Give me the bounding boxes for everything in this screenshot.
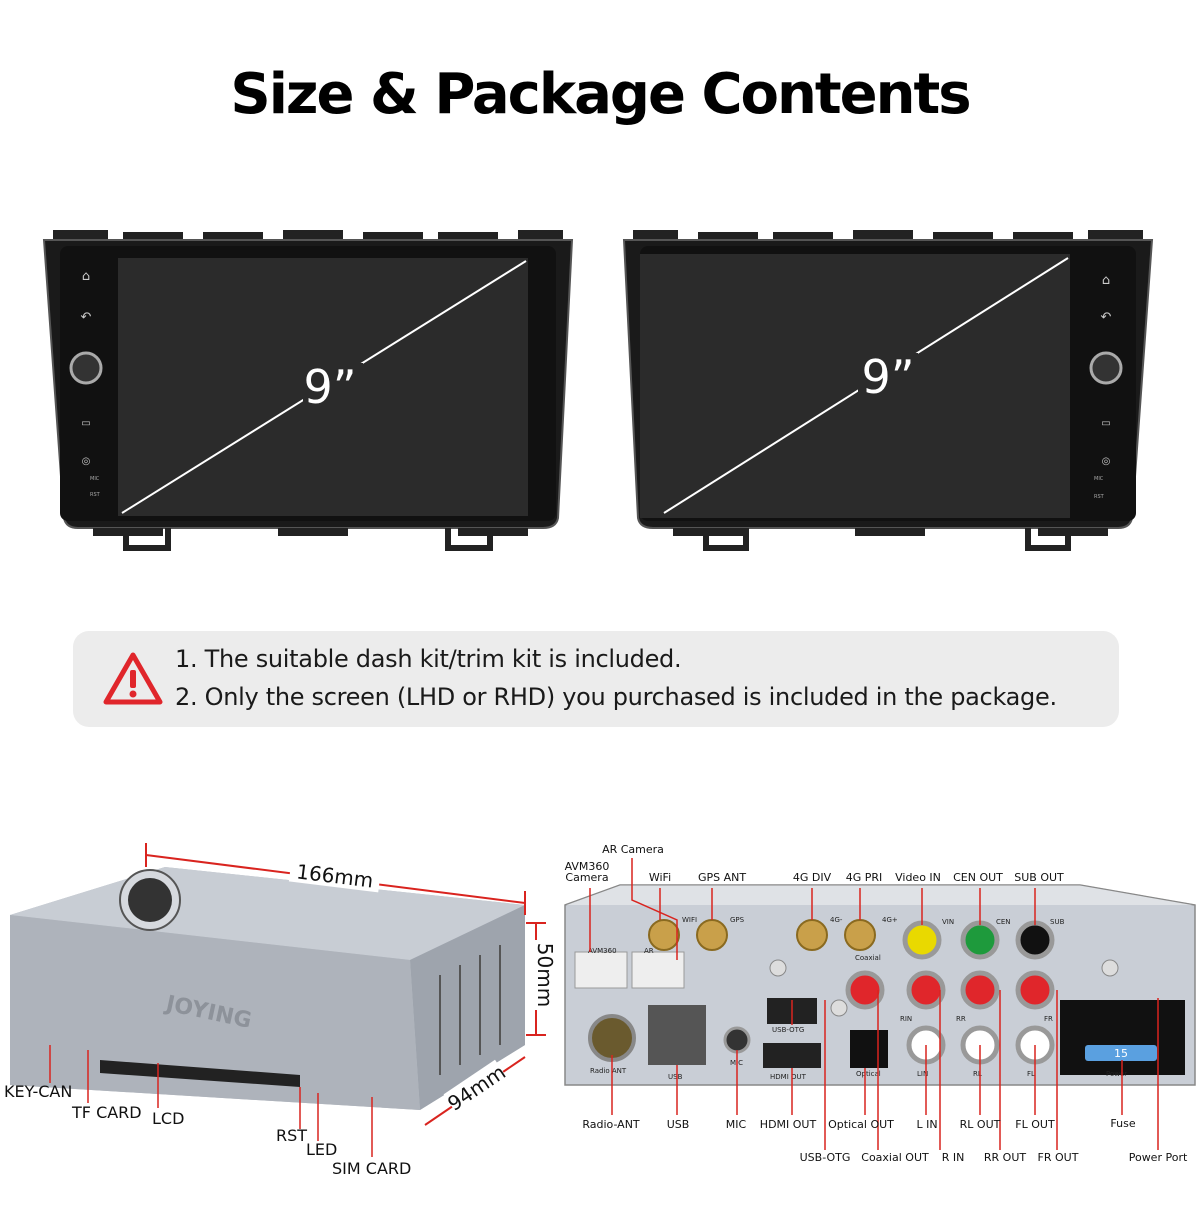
label-led: LED: [306, 1140, 338, 1159]
label-cen-out: CEN OUT: [953, 871, 1003, 884]
lhd-size-label: 9”: [303, 360, 356, 414]
notice-line-1: 1. The suitable dash kit/trim kit is inc…: [175, 645, 682, 673]
panel-cen: CEN: [996, 918, 1011, 926]
rear-panel-callouts: [589, 858, 1159, 1150]
panel-4g-b: 4G+: [882, 916, 898, 924]
panel-fuse: 15: [1114, 1047, 1128, 1060]
rhd-screen-image: 9” ⌂ ↶ ▭ ◎ MIC RST: [622, 230, 1154, 551]
svg-text:◎: ◎: [82, 456, 91, 467]
panel-avm: AVM360: [588, 947, 617, 955]
panel-lin: LIN: [917, 1070, 928, 1078]
panel-coax: Coaxial: [855, 954, 881, 962]
label-optical-out: Optical OUT: [828, 1118, 894, 1131]
label-avm360-camera: AVM360 Camera: [564, 860, 610, 884]
panel-4g-a: 4G-: [830, 916, 843, 924]
panel-vin: VIN: [942, 918, 954, 926]
page-title: Size & Package Contents: [230, 62, 971, 127]
unit-height-label: 50mm: [533, 943, 557, 1007]
label-r-in: R IN: [941, 1151, 965, 1164]
svg-text:◎: ◎: [1102, 456, 1111, 467]
label-radio-ant: Radio-ANT: [582, 1118, 640, 1131]
label-fl-out: FL OUT: [1015, 1118, 1055, 1131]
label-hdmi-out: HDMI OUT: [759, 1118, 817, 1131]
rhd-mic-label: MIC: [1094, 476, 1104, 482]
panel-optical: Optical: [856, 1070, 881, 1078]
panel-rr: RR: [956, 1015, 966, 1023]
panel-rl: RL: [973, 1070, 982, 1078]
label-l-in: L IN: [916, 1118, 938, 1131]
label-gps-ant: GPS ANT: [697, 871, 747, 884]
svg-text:↶: ↶: [1101, 310, 1112, 325]
panel-sub: SUB: [1050, 918, 1065, 926]
label-sub-out: SUB OUT: [1014, 871, 1064, 884]
panel-fr: FR: [1044, 1015, 1053, 1023]
panel-fl: FL: [1027, 1070, 1035, 1078]
panel-usbotg: USB-OTG: [772, 1026, 804, 1034]
panel-ar: AR: [644, 947, 654, 955]
panel-power: Power: [1106, 1070, 1127, 1078]
panel-usb: USB: [668, 1073, 683, 1081]
lhd-mic-label: MIC: [90, 476, 100, 482]
svg-text:↶: ↶: [81, 310, 92, 325]
label-4g-pri: 4G PRI: [845, 871, 883, 884]
label-key-can: KEY-CAN: [4, 1082, 73, 1101]
rhd-size-label: 9”: [861, 350, 914, 404]
panel-radio: Radio ANT: [590, 1067, 627, 1075]
svg-text:⌂: ⌂: [82, 269, 90, 284]
svg-text:▭: ▭: [1101, 418, 1110, 429]
label-ar-camera: AR Camera: [602, 843, 664, 856]
svg-text:⌂: ⌂: [1102, 273, 1110, 288]
label-fr-out: FR OUT: [1037, 1151, 1079, 1164]
label-wifi: WiFi: [648, 871, 672, 884]
label-sim-card: SIM CARD: [332, 1159, 412, 1178]
label-rst: RST: [276, 1126, 308, 1145]
rear-panel-image: 15 WIFI GPS 4G- 4G+ VIN CEN SUB AVM360 A…: [564, 884, 1196, 1086]
label-rr-out: RR OUT: [983, 1151, 1027, 1164]
svg-text:▭: ▭: [81, 418, 90, 429]
label-tf-card: TF CARD: [72, 1103, 142, 1122]
lhd-rst-label: RST: [90, 492, 101, 498]
label-mic: MIC: [725, 1118, 747, 1131]
label-lcd: LCD: [152, 1109, 185, 1128]
panel-wifi: WIFI: [682, 916, 697, 924]
unit-box-image: JOYING 166mm 50mm 94mm: [10, 843, 557, 1157]
panel-rin: RIN: [900, 1015, 912, 1023]
label-usb-otg: USB-OTG: [799, 1151, 851, 1164]
warning-icon: [103, 652, 163, 705]
label-fuse: Fuse: [1110, 1117, 1136, 1130]
label-rl-out: RL OUT: [959, 1118, 1001, 1131]
label-4g-div: 4G DIV: [792, 871, 832, 884]
rhd-rst-label: RST: [1094, 494, 1105, 500]
lhd-screen-image: 9” ⌂ ↶ ▭ ◎ MIC RST: [42, 230, 574, 551]
label-video-in: Video IN: [895, 871, 941, 884]
notice-box: 1. The suitable dash kit/trim kit is inc…: [73, 631, 1119, 727]
label-usb: USB: [666, 1118, 690, 1131]
panel-hdmi: HDMI OUT: [770, 1073, 807, 1081]
panel-gps: GPS: [730, 916, 745, 924]
notice-line-2: 2. Only the screen (LHD or RHD) you purc…: [175, 683, 1057, 711]
label-coaxial-out: Coaxial OUT: [861, 1151, 929, 1164]
label-power-port: Power Port: [1128, 1151, 1188, 1164]
